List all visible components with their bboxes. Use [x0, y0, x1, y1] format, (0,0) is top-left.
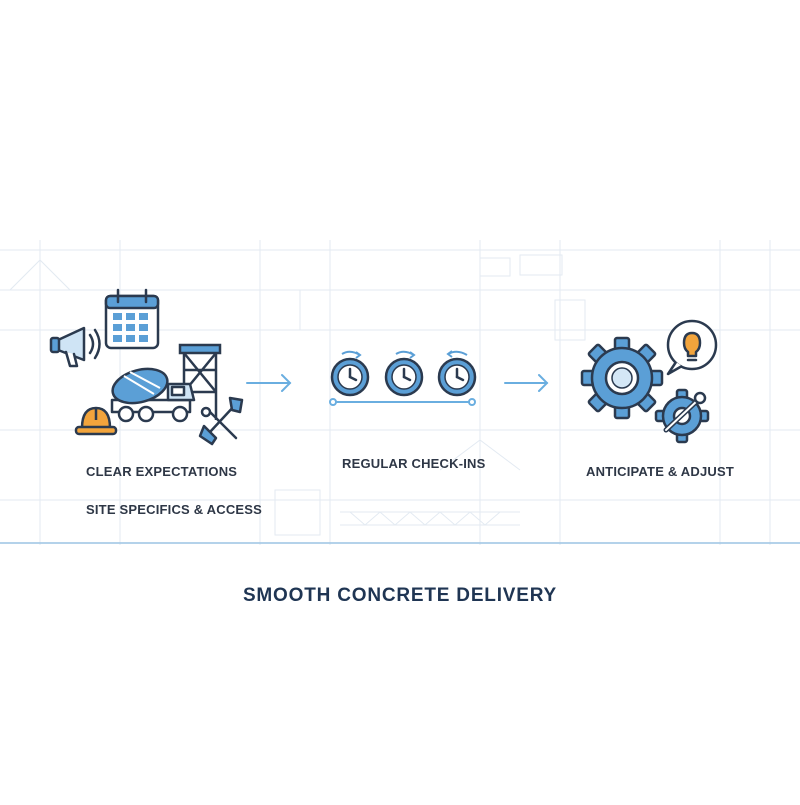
- step2-icon-cluster: [329, 350, 477, 406]
- clock-icon: [330, 350, 370, 397]
- small-gear-wrench-icon: [654, 388, 710, 444]
- step3-icon-cluster: [580, 319, 718, 444]
- step1-label-site-specifics: SITE SPECIFICS & ACCESS: [86, 502, 263, 517]
- page-title: SMOOTH CONCRETE DELIVERY: [242, 585, 558, 606]
- lightbulb-speech-bubble-icon: [666, 319, 718, 376]
- flow-arrow-1: [246, 374, 292, 392]
- clock-icon: [437, 350, 477, 397]
- clock-icon: [384, 350, 424, 397]
- step1-icon-cluster: [49, 288, 244, 446]
- concrete-mixer-truck-icon: [110, 367, 196, 423]
- step3-label-anticipate-adjust: ANTICIPATE & ADJUST: [586, 464, 735, 479]
- step2-label-regular-check-ins: REGULAR CHECK-INS: [342, 456, 486, 471]
- calendar-icon: [104, 288, 160, 350]
- shovel-trowel-icon: [198, 396, 244, 446]
- gear-icon: [580, 336, 664, 420]
- step1-label-clear-expectations: CLEAR EXPECTATIONS: [86, 464, 238, 479]
- megaphone-icon: [49, 326, 101, 368]
- flow-arrow-2: [504, 374, 549, 392]
- hard-hat-icon: [74, 406, 118, 436]
